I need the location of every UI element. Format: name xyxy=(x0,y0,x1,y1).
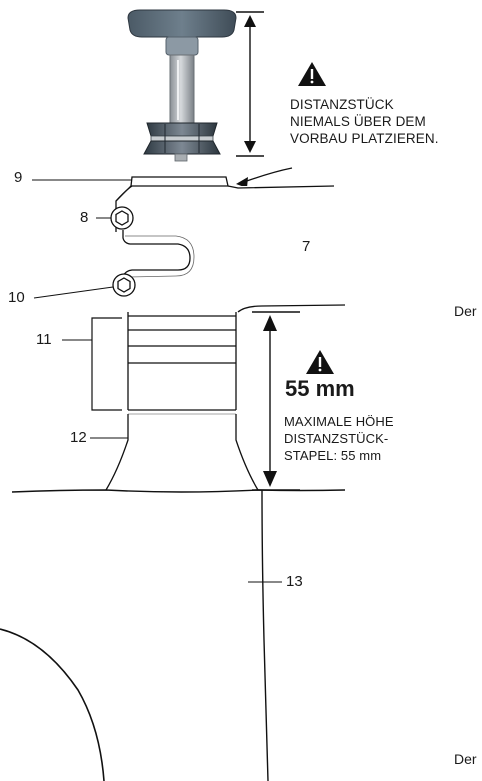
top-tube-line xyxy=(237,304,346,313)
edge-text-top: Der xyxy=(454,303,477,319)
pointer-arrow xyxy=(243,167,293,183)
callout-8: 8 xyxy=(80,209,89,226)
spacer-base-bottom xyxy=(143,140,221,155)
stem-top xyxy=(115,176,335,232)
warning-top-line2: NIEMALS ÜBER DEM xyxy=(290,114,426,129)
warning-triangle-icon xyxy=(306,350,334,374)
warning-top: DISTANZSTÜCK NIEMALS ÜBER DEM VORBAU PLA… xyxy=(290,96,439,147)
leader-lines xyxy=(32,179,282,583)
warning-height-line1: MAXIMALE HÖHE xyxy=(284,414,394,429)
callout-11: 11 xyxy=(36,331,52,348)
callout-10: 10 xyxy=(8,289,25,306)
bracket-11 xyxy=(91,317,122,411)
spacer-knob xyxy=(127,9,237,38)
head-tube-edge xyxy=(261,489,269,781)
height-value: 55 mm xyxy=(285,376,355,401)
spacer-dimension xyxy=(236,11,264,157)
bolt-10 xyxy=(112,273,136,297)
warning-height-line3: STAPEL: 55 mm xyxy=(284,448,382,463)
spacer-base-top xyxy=(146,122,218,137)
warning-height: MAXIMALE HÖHE DISTANZSTÜCK- STAPEL: 55 m… xyxy=(284,413,394,464)
spacer-tool xyxy=(127,9,237,162)
warning-triangle-icon xyxy=(298,62,326,86)
callout-13: 13 xyxy=(286,573,303,590)
warning-top-line3: VORBAU PLATZIEREN. xyxy=(290,131,439,146)
height-dimension xyxy=(252,311,300,491)
stem-clamp xyxy=(122,230,195,279)
callout-9: 9 xyxy=(14,169,23,186)
spacer-base-mid xyxy=(150,135,214,142)
spacer-pin xyxy=(174,153,188,162)
callout-12: 12 xyxy=(70,429,87,446)
spacer-knob-collar xyxy=(165,36,199,56)
callout-7: 7 xyxy=(302,238,311,255)
warning-height-line2: DISTANZSTÜCK- xyxy=(284,431,389,446)
edge-text-bottom: Der xyxy=(454,751,477,767)
headset-cup xyxy=(105,414,259,491)
warning-top-line1: DISTANZSTÜCK xyxy=(290,97,394,112)
wheel-arc xyxy=(0,628,105,781)
bolt-8 xyxy=(110,206,134,230)
spacer-shaft xyxy=(169,54,195,124)
spacer-stack xyxy=(127,312,237,415)
